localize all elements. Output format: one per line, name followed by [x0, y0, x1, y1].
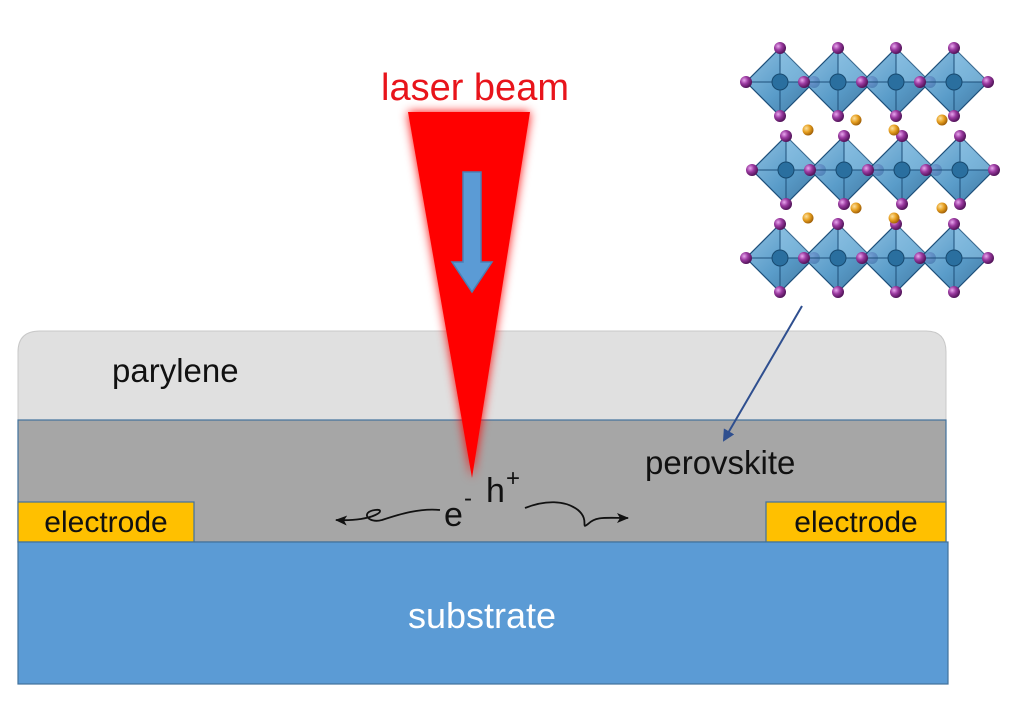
octahedron-facet	[960, 136, 994, 170]
halide-atom	[832, 110, 844, 122]
halide-atom	[954, 198, 966, 210]
halide-atom	[780, 198, 792, 210]
halide-atom	[982, 252, 994, 264]
halide-atom	[774, 42, 786, 54]
metal-atom	[945, 73, 963, 91]
halide-atom	[890, 286, 902, 298]
halide-atom	[988, 164, 1000, 176]
halide-atom	[746, 164, 758, 176]
halide-atom	[798, 76, 810, 88]
cation-atom	[888, 124, 900, 136]
electrode-right	[765, 501, 947, 543]
halide-atom	[948, 110, 960, 122]
halide-atom	[914, 252, 926, 264]
electron-label: e	[444, 496, 463, 534]
halide-atom	[774, 110, 786, 122]
halide-atom	[798, 252, 810, 264]
halide-atom	[838, 130, 850, 142]
halide-atom	[780, 130, 792, 142]
octahedron-facet	[844, 136, 878, 170]
halide-atom	[774, 286, 786, 298]
metal-atom	[893, 161, 911, 179]
halide-atom	[914, 76, 926, 88]
halide-atom	[774, 218, 786, 230]
laser-beam-label: laser beam	[381, 67, 569, 109]
laser-beam-cone	[408, 112, 530, 478]
cation-atom	[802, 124, 814, 136]
halide-atom	[890, 42, 902, 54]
octahedron-facet	[838, 48, 872, 82]
hole-label: h	[486, 472, 505, 510]
halide-atom	[740, 252, 752, 264]
halide-atom	[896, 198, 908, 210]
octahedron-facet	[902, 136, 936, 170]
octahedron-facet	[838, 224, 872, 258]
metal-atom	[829, 249, 847, 267]
substrate-layer	[17, 541, 949, 685]
halide-atom	[920, 164, 932, 176]
metal-atom	[777, 161, 795, 179]
cation-atom	[850, 202, 862, 214]
octahedron-facet	[896, 224, 930, 258]
halide-atom	[948, 42, 960, 54]
cation-atom	[936, 202, 948, 214]
halide-atom	[948, 218, 960, 230]
parylene-label: parylene	[112, 352, 239, 389]
cation-atom	[802, 212, 814, 224]
hole-path-arrow	[524, 501, 629, 527]
substrate-label: substrate	[408, 595, 556, 636]
octahedron-facet	[896, 48, 930, 82]
electron-path-arrow	[335, 508, 441, 526]
halide-atom	[838, 198, 850, 210]
halide-atom	[740, 76, 752, 88]
halide-atom	[832, 286, 844, 298]
halide-atom	[982, 76, 994, 88]
metal-atom	[887, 249, 905, 267]
halide-atom	[896, 130, 908, 142]
octahedron-facet	[954, 48, 988, 82]
halide-atom	[862, 164, 874, 176]
metal-atom	[771, 73, 789, 91]
electrode-right-label: electrode	[794, 506, 917, 539]
halide-atom	[832, 218, 844, 230]
down-arrow-icon	[450, 171, 494, 294]
electrode-left-label: electrode	[44, 506, 167, 539]
hole-charge-label: +	[506, 465, 520, 492]
metal-atom	[771, 249, 789, 267]
halide-atom	[890, 110, 902, 122]
electron-charge-label: -	[464, 485, 472, 512]
perovskite-label: perovskite	[645, 444, 795, 481]
halide-atom	[856, 252, 868, 264]
halide-atom	[954, 130, 966, 142]
metal-atom	[951, 161, 969, 179]
diagonal-arrow-icon	[722, 305, 803, 442]
octahedron-facet	[780, 48, 814, 82]
cation-atom	[936, 114, 948, 126]
octahedron-facet	[954, 224, 988, 258]
metal-atom	[887, 73, 905, 91]
halide-atom	[832, 42, 844, 54]
cation-atom	[888, 212, 900, 224]
metal-atom	[835, 161, 853, 179]
halide-atom	[804, 164, 816, 176]
metal-atom	[829, 73, 847, 91]
octahedron-facet	[780, 224, 814, 258]
octahedron-facet	[786, 136, 820, 170]
cation-atom	[850, 114, 862, 126]
metal-atom	[945, 249, 963, 267]
halide-atom	[948, 286, 960, 298]
halide-atom	[856, 76, 868, 88]
perovskite-crystal-structure-icon	[740, 42, 1000, 298]
